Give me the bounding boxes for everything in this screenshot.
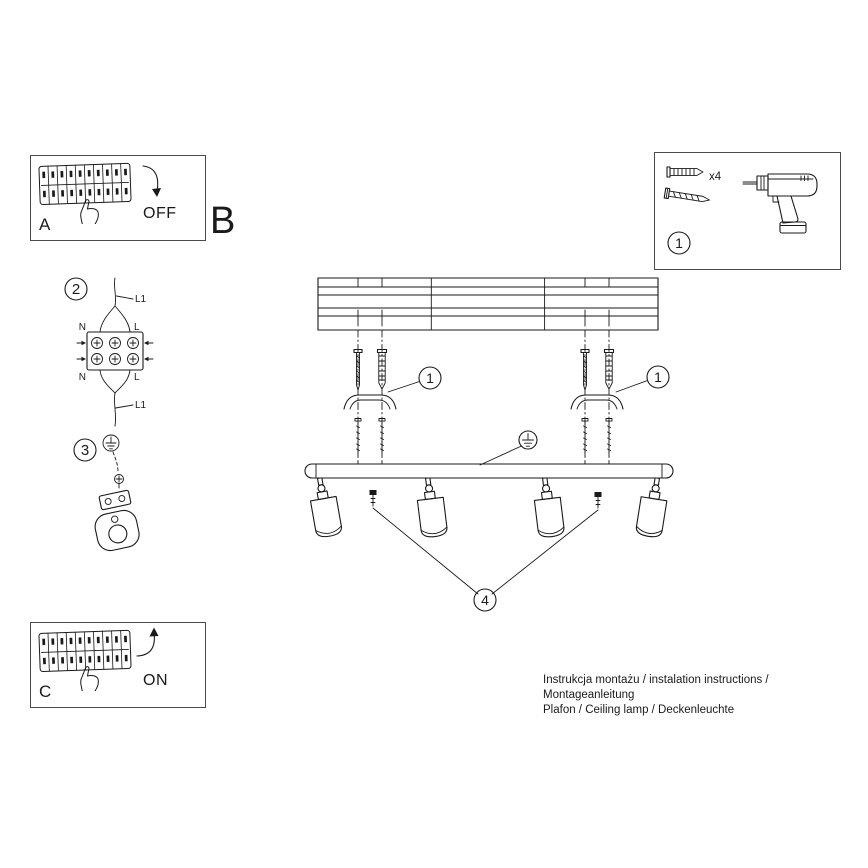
- ground-screw-icon: [114, 474, 124, 489]
- assembly-diagram: 1 1: [304, 277, 674, 612]
- lamp-base: [304, 463, 674, 479]
- l1-bottom-leader: [115, 404, 134, 409]
- footer-line-2: Plafon / Ceiling lamp / Deckenleuchte: [543, 704, 735, 716]
- anchor-quantity-label: x4: [709, 171, 722, 183]
- ground-callout: [479, 430, 538, 466]
- step-c-label: C: [39, 682, 52, 701]
- drill-icon: [742, 173, 818, 234]
- wires-in: [99, 305, 131, 333]
- callout-1-number: 1: [654, 369, 662, 385]
- supply-cable: [113, 277, 117, 307]
- terminal-clamp-icon: [98, 489, 132, 511]
- footer-line-1: Instrukcja montażu / instalation instruc…: [543, 674, 769, 701]
- footer-text: Instrukcja montażu / instalation instruc…: [543, 673, 843, 718]
- breaker-panel-icon: [37, 629, 133, 691]
- step-3-badge-circle: [73, 438, 97, 462]
- l-in-label: L: [134, 322, 140, 333]
- l1-top-leader: [116, 295, 134, 300]
- alignment-guides: [357, 329, 610, 465]
- spotlight-1: [306, 475, 344, 539]
- step-a-label: A: [39, 215, 51, 234]
- step-1-badge-circle: [667, 231, 691, 255]
- callout-1-number: 1: [426, 370, 434, 386]
- arrow-head: [152, 188, 161, 197]
- step-2-badge-circle: [64, 277, 88, 301]
- breaker-on-drawing: [37, 627, 159, 691]
- long-screw-icon: [354, 418, 362, 457]
- tools-drawing: x4 1: [663, 166, 818, 255]
- breaker-off-drawing: [37, 162, 161, 224]
- long-screw-icon: [581, 418, 589, 457]
- wall-plug-icon: [666, 166, 704, 178]
- power-on-label: ON: [143, 672, 168, 689]
- ground-symbol-icon: [102, 434, 120, 452]
- arrow-head: [149, 627, 159, 637]
- spotlight-2: [414, 476, 449, 539]
- spotlight-4: [634, 475, 671, 539]
- step-1-number: 1: [675, 235, 683, 251]
- step-c-box: C ON: [30, 622, 206, 708]
- section-b-title: B: [210, 200, 236, 242]
- l1-top-label: L1: [135, 294, 147, 305]
- hardware-callout-left: 1: [387, 366, 442, 393]
- screw-callout-4: 4: [372, 507, 599, 612]
- wires-out: [99, 369, 131, 394]
- set-screw-left: [369, 490, 377, 507]
- ceiling-bracket-icon: [94, 509, 140, 552]
- step-1-tools-box: x4 1: [654, 152, 841, 270]
- ground-guide-line: [112, 451, 119, 473]
- power-off-label: OFF: [143, 205, 177, 222]
- terminal-arrows: [76, 342, 154, 360]
- long-screw-icon: [378, 418, 386, 457]
- step-2-number: 2: [72, 281, 80, 298]
- n-in-label: N: [79, 322, 86, 333]
- set-screw-right: [594, 492, 602, 509]
- terminal-block: [76, 331, 154, 371]
- mounting-rail: [317, 277, 659, 331]
- flip-up-arrow-icon: [136, 632, 155, 657]
- flip-down-arrow-icon: [142, 165, 159, 193]
- l-out-label: L: [134, 372, 140, 383]
- mounting-clip-icon: [343, 394, 397, 410]
- n-out-label: N: [79, 372, 86, 383]
- breaker-panel-icon: [37, 162, 133, 224]
- lamp-cable: [113, 392, 117, 427]
- step-a-box: A OFF: [30, 155, 206, 241]
- spotlight-3: [531, 476, 566, 539]
- grounding-step-diagram: 3: [73, 434, 140, 552]
- screw-icon: [663, 187, 710, 202]
- step-4-number: 4: [481, 592, 489, 608]
- mounting-clip-icon: [570, 394, 624, 410]
- long-screw-icon: [605, 418, 613, 457]
- hardware-callout-right: 1: [615, 365, 670, 393]
- l1-bottom-label: L1: [135, 400, 147, 411]
- step-3-number: 3: [81, 442, 89, 459]
- wiring-diagram: 2 L1 N L N L L1: [64, 277, 154, 427]
